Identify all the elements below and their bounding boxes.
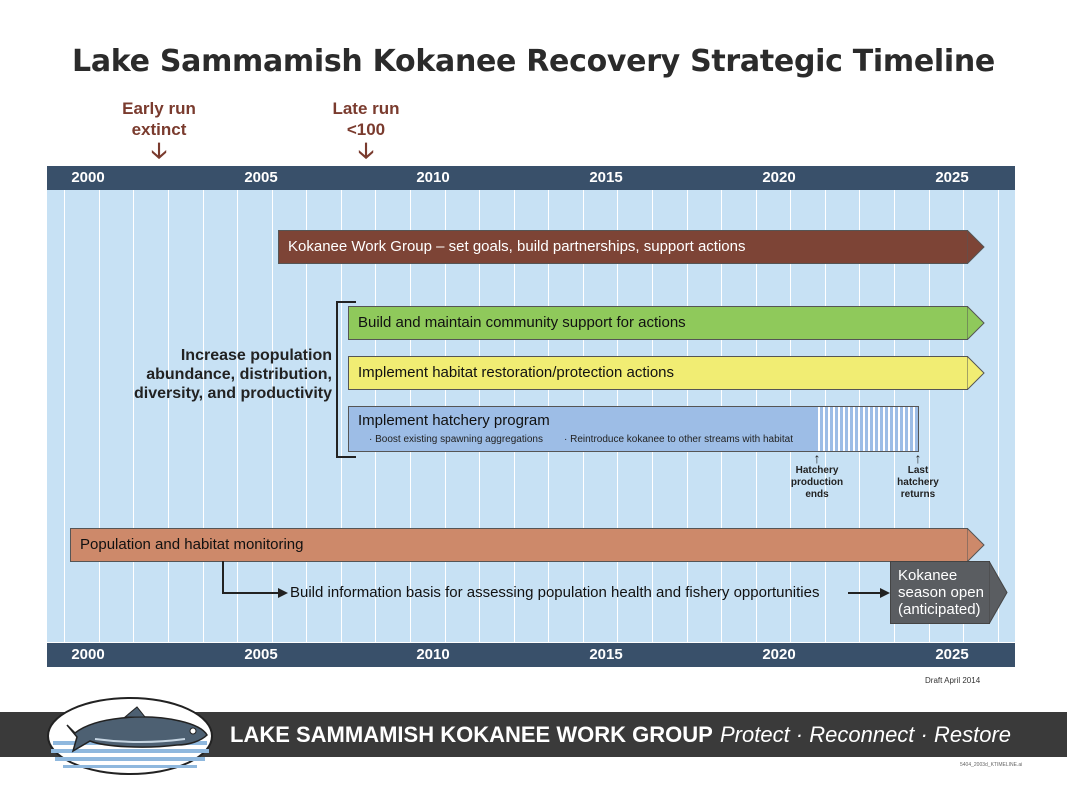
last-returns-note: ↑ Last hatchery returns <box>888 450 948 501</box>
kokanee-logo <box>47 697 213 775</box>
marker-late-run-line1: Late run <box>332 99 400 118</box>
season-box: Kokanee season open (anticipated) <box>890 561 990 624</box>
monitoring-label: Population and habitat monitoring <box>80 536 304 553</box>
habitat-bar: Implement habitat restoration/protection… <box>348 356 968 390</box>
work-group-bar: Kokanee Work Group – set goals, build pa… <box>278 230 968 264</box>
top-year-axis: 2000 2005 2010 2015 2020 2025 <box>47 166 1015 190</box>
community-bar: Build and maintain community support for… <box>348 306 968 340</box>
axis-tick-label: 2015 <box>589 646 623 663</box>
year-gridline <box>168 190 169 642</box>
year-gridline <box>341 190 342 642</box>
axis-tick-label: 2025 <box>935 169 969 186</box>
hatchery-ends-text: Hatchery production ends <box>790 465 844 500</box>
up-arrow-icon: ↑ <box>914 450 922 466</box>
axis-tick-label: 2005 <box>244 169 278 186</box>
draft-note: Draft April 2014 <box>925 676 981 685</box>
community-bar-tip <box>967 306 985 340</box>
monitoring-bar: Population and habitat monitoring <box>70 528 968 562</box>
year-gridline <box>272 190 273 642</box>
axis-tick-label: 2015 <box>589 169 623 186</box>
hatchery-sub2: · Reintroduce kokanee to other streams w… <box>564 434 794 445</box>
season-box-tip <box>989 561 1008 624</box>
hatchery-ends-note: ↑ Hatchery production ends <box>786 450 848 501</box>
community-label: Build and maintain community support for… <box>358 314 686 331</box>
axis-tick-label: 2000 <box>71 169 105 186</box>
year-gridline <box>203 190 204 642</box>
year-gridline <box>99 190 100 642</box>
axis-tick-label: 2010 <box>416 646 450 663</box>
year-gridline <box>963 190 964 642</box>
up-arrow-icon: ↑ <box>813 450 821 466</box>
axis-tick-label: 2025 <box>935 646 969 663</box>
work-group-label: Kokanee Work Group – set goals, build pa… <box>288 238 746 255</box>
marker-early-run-line2: extinct <box>131 120 187 139</box>
hatchery-phaseout-stripes <box>815 406 919 452</box>
year-gridline <box>64 190 65 642</box>
marker-late-run-line2: <100 <box>346 120 386 139</box>
year-gridline <box>929 190 930 642</box>
marker-early-run-line1: Early run <box>122 99 196 118</box>
year-gridline <box>133 190 134 642</box>
work-group-bar-tip <box>967 230 985 264</box>
habitat-bar-tip <box>967 356 985 390</box>
hatchery-bar: Implement hatchery program · Boost exist… <box>348 406 816 452</box>
information-label: Build information basis for assessing po… <box>290 584 820 601</box>
axis-tick-label: 2005 <box>244 646 278 663</box>
axis-tick-label: 2020 <box>762 646 796 663</box>
last-returns-text: Last hatchery returns <box>897 465 939 500</box>
season-label: Kokanee season open (anticipated) <box>898 567 984 618</box>
year-gridline <box>237 190 238 642</box>
hatchery-label: Implement hatchery program <box>358 412 550 429</box>
footer-motto: Protect · Reconnect · Restore <box>720 722 1012 747</box>
axis-tick-label: 2000 <box>71 646 105 663</box>
down-arrow-icon: 🡣 <box>151 138 167 163</box>
group-bracket <box>336 301 356 458</box>
year-gridline <box>998 190 999 642</box>
axis-tick-label: 2010 <box>416 169 450 186</box>
marker-early-run: Early run extinct 🡣 <box>99 98 219 163</box>
bottom-year-axis: 2000 2005 2010 2015 2020 2025 <box>47 643 1015 667</box>
monitoring-bar-tip <box>967 528 985 562</box>
information-to-season-arrow <box>848 588 890 598</box>
page-title: Lake Sammamish Kokanee Recovery Strategi… <box>72 44 995 79</box>
year-gridline <box>306 190 307 642</box>
group-label: Increase population abundance, distribut… <box>134 347 332 402</box>
axis-tick-label: 2020 <box>762 169 796 186</box>
habitat-label: Implement habitat restoration/protection… <box>358 364 675 381</box>
information-connector-arrow <box>222 561 288 598</box>
hatchery-sub1: · Boost existing spawning aggregations <box>369 434 543 445</box>
file-reference: 5404_2003d_KTIMELINE.ai <box>960 762 1023 768</box>
down-arrow-icon: 🡣 <box>358 138 374 163</box>
marker-late-run: Late run <100 🡣 <box>306 98 426 163</box>
footer-org: LAKE SAMMAMISH KOKANEE WORK GROUP <box>230 722 713 747</box>
